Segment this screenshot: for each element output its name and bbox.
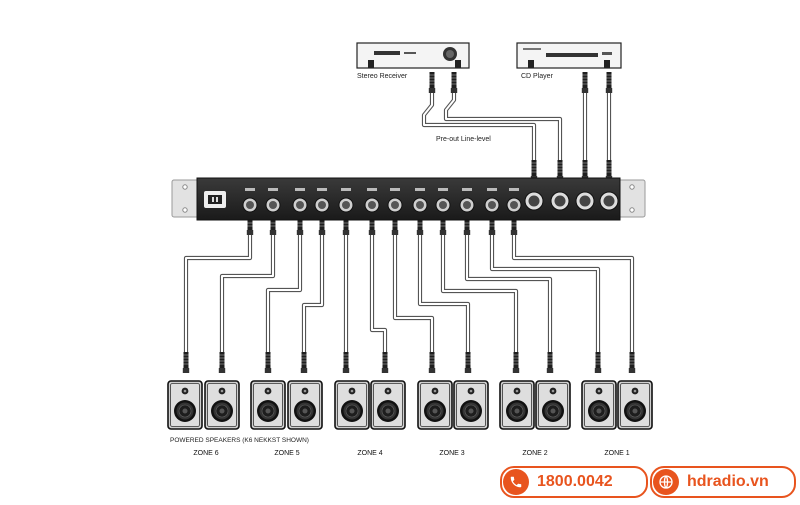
cd-player-label: CD Player (521, 73, 553, 80)
zone-6-label: ZONE 6 (193, 450, 219, 457)
powered-speaker-7 (417, 380, 453, 430)
powered-speaker-3 (250, 380, 286, 430)
phone-icon (503, 469, 529, 495)
stereo-receiver-label: Stereo Receiver (357, 73, 408, 80)
source-plug-2 (450, 72, 458, 93)
speakers-caption: POWERED SPEAKERS (K6 NEKKST SHOWN) (170, 437, 309, 444)
zone-3-label: ZONE 3 (439, 450, 465, 457)
source-plug-3 (581, 72, 589, 93)
powered-speaker-10 (535, 380, 571, 430)
speaker-plug-8 (464, 352, 472, 373)
source-plug-4 (605, 72, 613, 93)
distribution-amp-rack (196, 177, 621, 221)
powered-speaker-8 (453, 380, 489, 430)
speaker-plug-6 (381, 352, 389, 373)
zone-1-label: ZONE 1 (604, 450, 630, 457)
output-cable-11 (489, 212, 601, 355)
phone-number: 1800.0042 (537, 473, 613, 490)
speaker-plug-10 (546, 352, 554, 373)
powered-speaker-11 (581, 380, 617, 430)
globe-icon (653, 469, 679, 495)
speaker-plug-9 (512, 352, 520, 373)
zone-4-label: ZONE 4 (357, 450, 383, 457)
output-cable-7 (392, 212, 435, 355)
speaker-plug-7 (428, 352, 436, 373)
preout-label: Pre-out Line-level (436, 136, 491, 143)
speaker-plug-4 (300, 352, 308, 373)
website-contact[interactable]: hdradio.vn (650, 466, 796, 498)
output-cable-12 (511, 212, 635, 355)
cable-receiver-right (443, 77, 563, 165)
speaker-plug-5 (342, 352, 350, 373)
powered-speaker-9 (499, 380, 535, 430)
speaker-plug-11 (594, 352, 602, 373)
powered-speaker-2 (204, 380, 240, 430)
speaker-plug-1 (182, 352, 190, 373)
stereo-receiver (356, 42, 470, 69)
speaker-plug-12 (628, 352, 636, 373)
powered-speaker-5 (334, 380, 370, 430)
output-cable-1 (183, 212, 253, 355)
output-cable-9 (440, 212, 519, 355)
zone-5-label: ZONE 5 (274, 450, 300, 457)
powered-speaker-1 (167, 380, 203, 430)
powered-speaker-6 (370, 380, 406, 430)
cd-player (516, 42, 622, 69)
powered-speaker-12 (617, 380, 653, 430)
zone-2-label: ZONE 2 (522, 450, 548, 457)
website-url: hdradio.vn (687, 473, 769, 490)
output-cable-10 (464, 212, 553, 355)
speaker-plug-2 (218, 352, 226, 373)
phone-contact[interactable]: 1800.0042 (500, 466, 648, 498)
speaker-plug-3 (264, 352, 272, 373)
powered-speaker-4 (287, 380, 323, 430)
source-plug-1 (428, 72, 436, 93)
